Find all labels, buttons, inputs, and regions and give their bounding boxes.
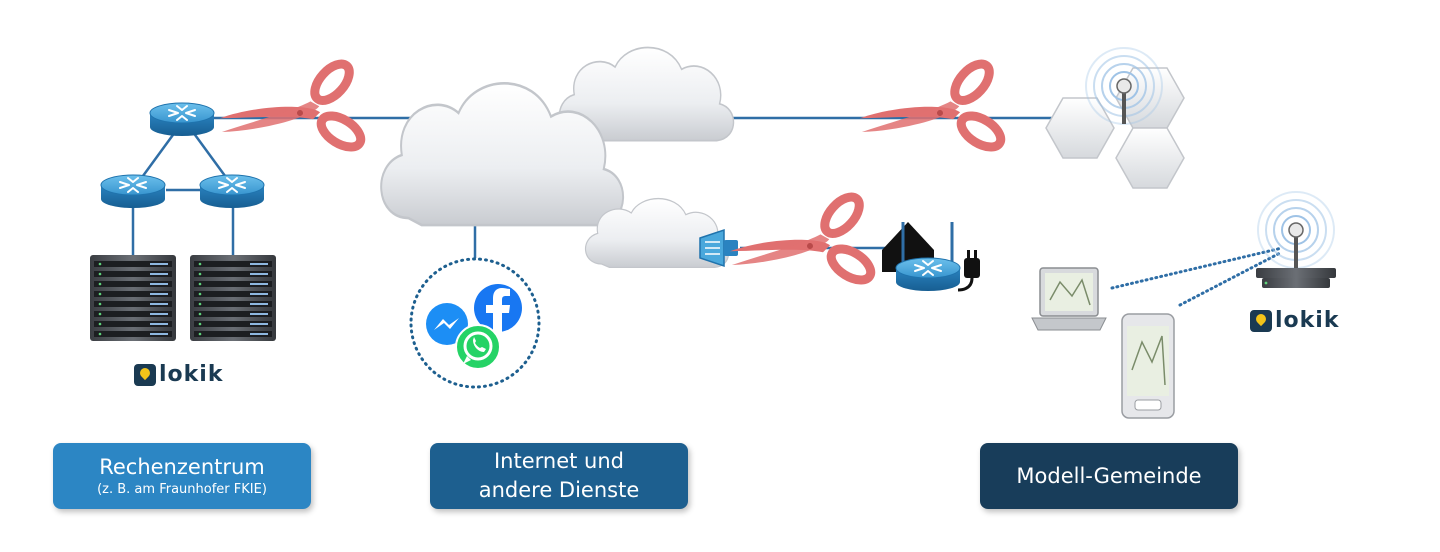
lokik-logo: lokik: [134, 362, 223, 387]
laptop-icon: [1031, 267, 1107, 331]
label-gemeinde-title: Modell-Gemeinde: [1016, 463, 1202, 488]
power-plug-icon: [957, 250, 980, 292]
home-router-group: [882, 222, 980, 292]
whatsapp-icon: [455, 324, 501, 370]
plug-icon: [699, 228, 738, 268]
scissors-icon: [214, 55, 369, 171]
regional-network-group: [1045, 46, 1185, 189]
scissors-icon: [854, 55, 1009, 171]
messenger-icon: [426, 303, 468, 345]
home-router-icon: [895, 257, 961, 292]
label-gemeinde: Modell-Gemeinde: [980, 443, 1238, 509]
hex-cell-icon: [1115, 127, 1185, 189]
messaging-apps-group: [409, 257, 541, 389]
server-rack-left-icon: [90, 255, 176, 341]
clouds: [379, 46, 735, 269]
location-pin-icon: [1250, 309, 1272, 332]
wireless-link: [1110, 246, 1284, 290]
router-left-icon: [100, 174, 166, 209]
server-unit-icon: [1256, 268, 1336, 288]
link-router-right: [188, 127, 230, 181]
scissors-icon: [724, 188, 879, 304]
lokik-logo-text: lokik: [159, 362, 224, 387]
facebook-icon: [474, 284, 522, 334]
label-rechenzentrum-subtitle: (z. B. am Fraunhofer FKIE): [97, 481, 267, 497]
router-top-icon: [149, 102, 215, 137]
smartphone-icon: [1121, 313, 1175, 419]
label-internet: Internet und andere Dienste: [430, 443, 688, 509]
router-right-icon: [199, 174, 265, 209]
community-devices-group: [1031, 190, 1336, 419]
label-rechenzentrum: Rechenzentrum (z. B. am Fraunhofer FKIE): [53, 443, 311, 509]
server-rack-right-icon: [190, 255, 276, 341]
location-pin-icon: [134, 363, 156, 386]
label-internet-line1: Internet und: [493, 449, 624, 473]
hex-cell-icon: [1115, 67, 1185, 129]
wireless-link: [1178, 250, 1284, 307]
lokik-logo: lokik: [1250, 308, 1339, 333]
antenna-icon: [1256, 190, 1336, 270]
lokik-logo-text: lokik: [1275, 308, 1340, 333]
datacenter-group: [90, 102, 276, 341]
label-internet-line2: andere Dienste: [478, 478, 640, 502]
label-rechenzentrum-title: Rechenzentrum: [99, 454, 265, 479]
base-station-group: [1256, 190, 1336, 288]
link-router-left: [138, 127, 180, 181]
